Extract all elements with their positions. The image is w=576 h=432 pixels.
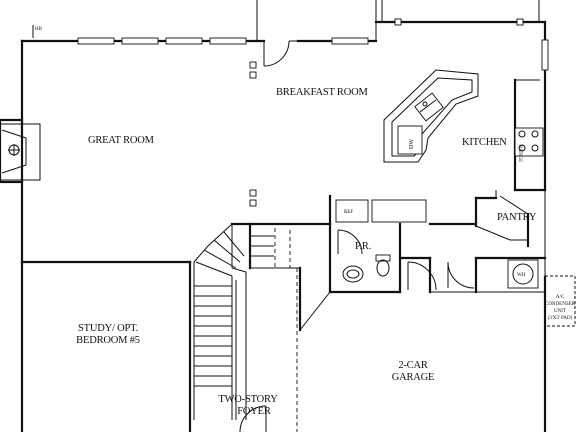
great-room-label: GREAT ROOM [88,135,155,146]
study-label-line1: STUDY/ OPT. [78,323,138,334]
water-heater-label: WH [517,273,526,278]
fireplace [0,118,41,184]
powder-room-label: P.R. [355,241,371,252]
corner-mark-label: HB [35,27,43,32]
garage-label-line2: GARAGE [392,372,435,383]
study-label-line2: BEDROOM #5 [76,335,140,346]
staircase [193,223,274,420]
ac-condenser-pad [544,275,576,327]
ac-label-line2: CONDENSER [545,302,576,307]
water-heater [507,259,539,289]
ac-label-line4: (3'X3' PAD) [548,316,573,321]
front-door[interactable] [239,405,267,432]
kitchen-label: KITCHEN [462,137,507,148]
window-marks [77,18,549,71]
column-posts [249,61,257,207]
interior-walls [20,194,547,432]
range-label: RANGE [517,145,522,162]
corner-mark: HB [32,25,43,38]
breakfast-door[interactable] [263,40,298,67]
kitchen-counters [383,69,544,190]
garage-door[interactable] [407,261,475,291]
pantry-label: PANTRY [497,212,537,223]
foyer-label-line2: FOYER [237,406,271,417]
exterior-walls [20,0,547,432]
powder-room-fixtures [342,254,391,283]
foyer-label-line1: TWO-STORY [218,394,278,405]
refrigerator-label: REF [344,210,353,215]
pantry [474,190,530,248]
breakfast-room-label: BREAKFAST ROOM [276,87,368,98]
ac-label-line1: A/C [556,295,565,300]
ac-label-line3: UNIT [554,309,566,314]
dishwasher-label: DW [409,139,415,149]
garage-label-line1: 2-CAR [398,360,428,371]
